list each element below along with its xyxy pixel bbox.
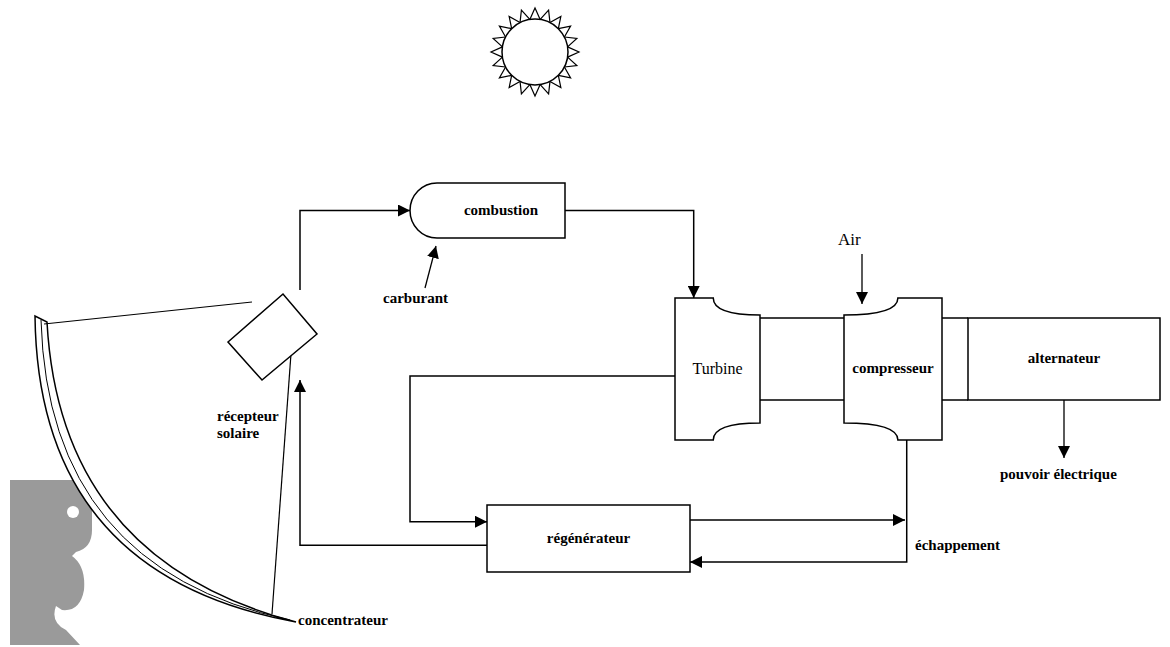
compressor-shape: compresseur (844, 298, 942, 440)
sun-symbol (491, 8, 579, 96)
combustion-chamber: combustion (410, 183, 565, 238)
power-arrow (1063, 400, 1064, 458)
concentrator-label: concentrateur (298, 612, 388, 629)
compressor-shape-path (844, 298, 942, 440)
alternator-box-path (968, 318, 1160, 400)
fuel-label: carburant (383, 290, 448, 307)
node-label: régénérateur (547, 530, 630, 547)
person-silhouette (10, 480, 92, 645)
light-ray (44, 302, 252, 324)
exhaust-label: échappement (915, 537, 1000, 554)
turbine-shape: Turbine (675, 298, 760, 440)
regenerator-box-path (487, 505, 690, 572)
air-arrow (861, 254, 862, 304)
turbine-shape-path (675, 298, 760, 440)
regenerator-box: régénérateur (487, 505, 690, 572)
flow-arrow (300, 211, 410, 291)
sun-ray (530, 8, 540, 19)
node-label: alternateur (1028, 350, 1100, 367)
flow-arrow (300, 380, 487, 545)
sun-ray (491, 47, 502, 57)
exhaust-arrow (690, 519, 905, 520)
shaft-line (942, 318, 968, 400)
solar-receiver-path (228, 294, 317, 380)
sun-disc (502, 19, 568, 85)
air-label: Air (838, 230, 861, 250)
fuel-arrow (425, 246, 436, 288)
solar-receiver: récepteur solaire (225, 290, 320, 380)
alternator-box: alternateur (968, 318, 1160, 400)
person-eye (67, 506, 79, 518)
node-label: récepteur solaire (217, 408, 295, 443)
node-label: Turbine (692, 360, 742, 378)
flow-arrow (690, 440, 907, 562)
combustion-chamber-path (410, 183, 565, 238)
sun-ray (568, 47, 579, 57)
node-label: compresseur (852, 360, 933, 377)
flow-arrow (565, 211, 694, 299)
node-label: combustion (464, 202, 538, 219)
power-label: pouvoir électrique (1000, 466, 1117, 483)
sun-ray (530, 85, 540, 96)
light-ray (272, 340, 292, 614)
shaft-line (760, 318, 844, 400)
solar-receiver-outline (225, 290, 320, 380)
flow-arrow (410, 376, 675, 522)
